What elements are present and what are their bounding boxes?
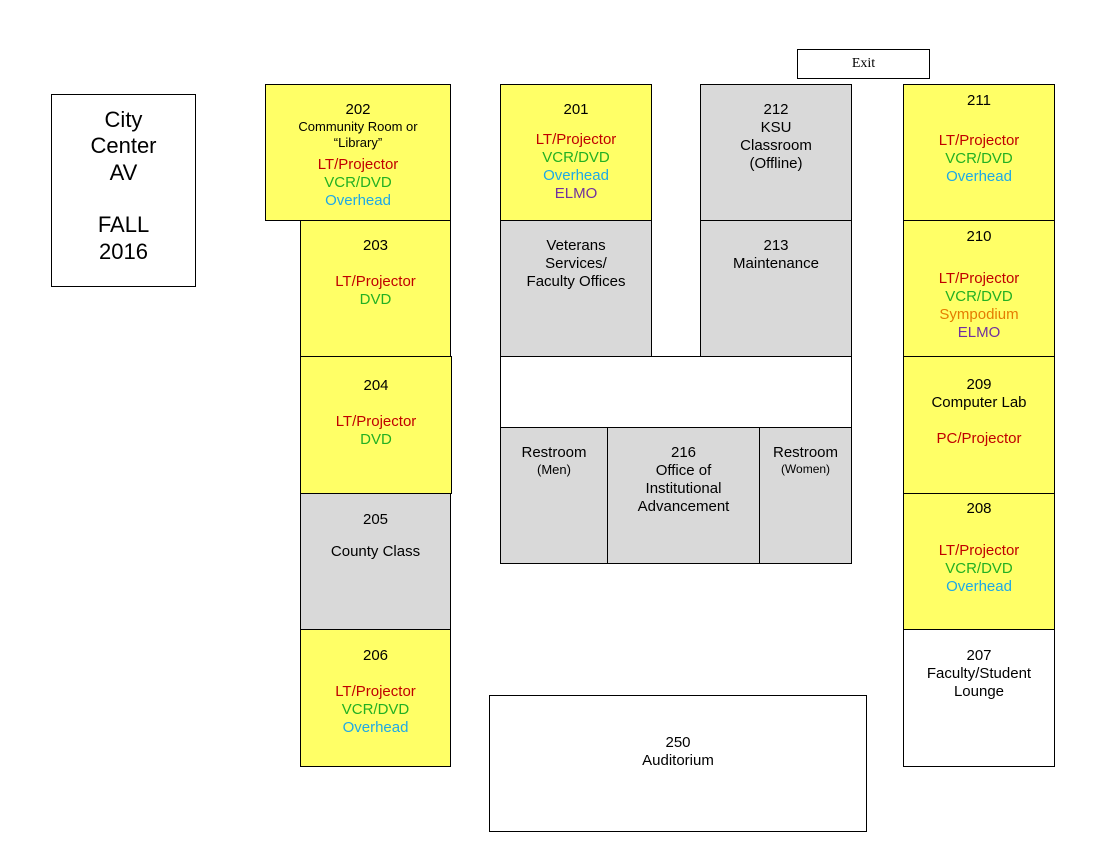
room-number: 205	[362, 511, 389, 528]
room-name: Advancement	[637, 498, 730, 515]
equipment-sympodium: Sympodium	[939, 306, 1019, 323]
room-status: (Offline)	[749, 155, 803, 172]
equipment-overhead: Overhead	[946, 578, 1012, 595]
room-number: 250	[665, 734, 691, 751]
room-name: Lounge	[953, 683, 1005, 700]
room-name: Restroom	[521, 444, 587, 461]
room-216[interactable]: 216 Office of Institutional Advancement	[607, 427, 760, 564]
room-sub: (Men)	[537, 462, 571, 477]
equipment-vcr-dvd: VCR/DVD	[945, 150, 1013, 167]
room-number: 203	[362, 237, 389, 254]
equipment-vcr-dvd: VCR/DVD	[945, 560, 1013, 577]
room-sub: (Women)	[780, 462, 831, 476]
restroom-men[interactable]: Restroom (Men)	[500, 427, 608, 564]
room-number: 206	[362, 647, 389, 664]
center-corridor	[500, 356, 852, 428]
equipment-lt-projector: LT/Projector	[938, 132, 1020, 149]
room-number: 208	[966, 500, 992, 517]
title-line: AV	[109, 159, 138, 185]
room-212[interactable]: 212 KSU Classroom (Offline)	[700, 84, 852, 221]
equipment-vcr-dvd: VCR/DVD	[341, 701, 410, 718]
room-201[interactable]: 201 LT/Projector VCR/DVD Overhead ELMO	[500, 84, 652, 221]
title-line: Center	[90, 133, 157, 159]
equipment-lt-projector: LT/Projector	[335, 273, 416, 290]
room-name: KSU	[760, 119, 792, 136]
room-name: Auditorium	[642, 752, 714, 769]
room-207[interactable]: 207 Faculty/Student Lounge	[903, 629, 1055, 767]
room-203[interactable]: 203 LT/Projector DVD	[300, 220, 451, 357]
room-250[interactable]: 250 Auditorium	[489, 695, 867, 832]
room-name: Community Room or	[298, 119, 418, 134]
equipment-dvd: DVD	[360, 431, 392, 448]
equipment-overhead: Overhead	[946, 168, 1012, 185]
room-number: 212	[763, 101, 789, 118]
equipment-elmo: ELMO	[554, 185, 598, 202]
title-line: City	[104, 107, 143, 132]
room-name: Institutional	[645, 480, 722, 497]
room-number: 201	[563, 101, 589, 118]
equipment-lt-projector: LT/Projector	[938, 270, 1020, 287]
room-name: Maintenance	[733, 255, 819, 272]
room-211[interactable]: 211 LT/Projector VCR/DVD Overhead	[903, 84, 1055, 221]
equipment-lt-projector: LT/Projector	[317, 156, 399, 174]
room-name: County Class	[330, 543, 421, 560]
restroom-women[interactable]: Restroom (Women)	[759, 427, 852, 564]
equipment-overhead: Overhead	[325, 192, 391, 210]
equipment-vcr-dvd: VCR/DVD	[324, 174, 392, 192]
title-line: 2016	[99, 238, 148, 264]
room-name: Faculty Offices	[526, 273, 626, 290]
equipment-overhead: Overhead	[342, 719, 409, 736]
title-box: City Center AV FALL 2016	[51, 94, 196, 287]
room-209[interactable]: 209 Computer Lab PC/Projector	[903, 356, 1055, 494]
room-number: 209	[966, 376, 992, 393]
exit-box: Exit	[797, 49, 930, 79]
equipment-lt-projector: LT/Projector	[335, 683, 416, 700]
room-208[interactable]: 208 LT/Projector VCR/DVD Overhead	[903, 493, 1055, 630]
room-name: Classroom	[740, 137, 812, 154]
room-205[interactable]: 205 County Class	[300, 493, 451, 630]
equipment-vcr-dvd: VCR/DVD	[945, 288, 1013, 305]
room-210[interactable]: 210 LT/Projector VCR/DVD Sympodium ELMO	[903, 220, 1055, 357]
equipment-lt-projector: LT/Projector	[938, 542, 1020, 559]
room-number: 213	[763, 237, 789, 254]
equipment-lt-projector: LT/Projector	[535, 131, 617, 148]
title-line: FALL	[97, 212, 150, 238]
room-202[interactable]: 202 Community Room or “Library” LT/Proje…	[265, 84, 451, 221]
room-name: Services/	[545, 255, 607, 272]
room-number: 207	[966, 647, 992, 664]
room-number: 211	[967, 92, 991, 109]
equipment-overhead: Overhead	[543, 167, 609, 184]
room-number: 216	[670, 444, 697, 461]
room-206[interactable]: 206 LT/Projector VCR/DVD Overhead	[300, 629, 451, 767]
room-204[interactable]: 204 LT/Projector DVD	[300, 356, 452, 494]
room-number: 210	[966, 228, 992, 245]
veterans-services-room[interactable]: Veterans Services/ Faculty Offices	[500, 220, 652, 357]
exit-label: Exit	[851, 56, 876, 71]
room-number: 204	[363, 377, 389, 394]
equipment-dvd: DVD	[359, 291, 392, 308]
room-number: 202	[345, 101, 371, 118]
equipment-lt-projector: LT/Projector	[335, 413, 417, 430]
equipment-pc-projector: PC/Projector	[936, 430, 1022, 447]
room-name: Office of	[655, 462, 712, 479]
room-name: Faculty/Student	[926, 665, 1032, 682]
equipment-vcr-dvd: VCR/DVD	[542, 149, 610, 166]
equipment-elmo: ELMO	[957, 324, 1001, 341]
room-name: Restroom	[772, 444, 839, 461]
room-name: Computer Lab	[931, 394, 1027, 411]
room-213[interactable]: 213 Maintenance	[700, 220, 852, 357]
room-name: “Library”	[333, 134, 383, 150]
room-name: Veterans	[546, 237, 606, 254]
